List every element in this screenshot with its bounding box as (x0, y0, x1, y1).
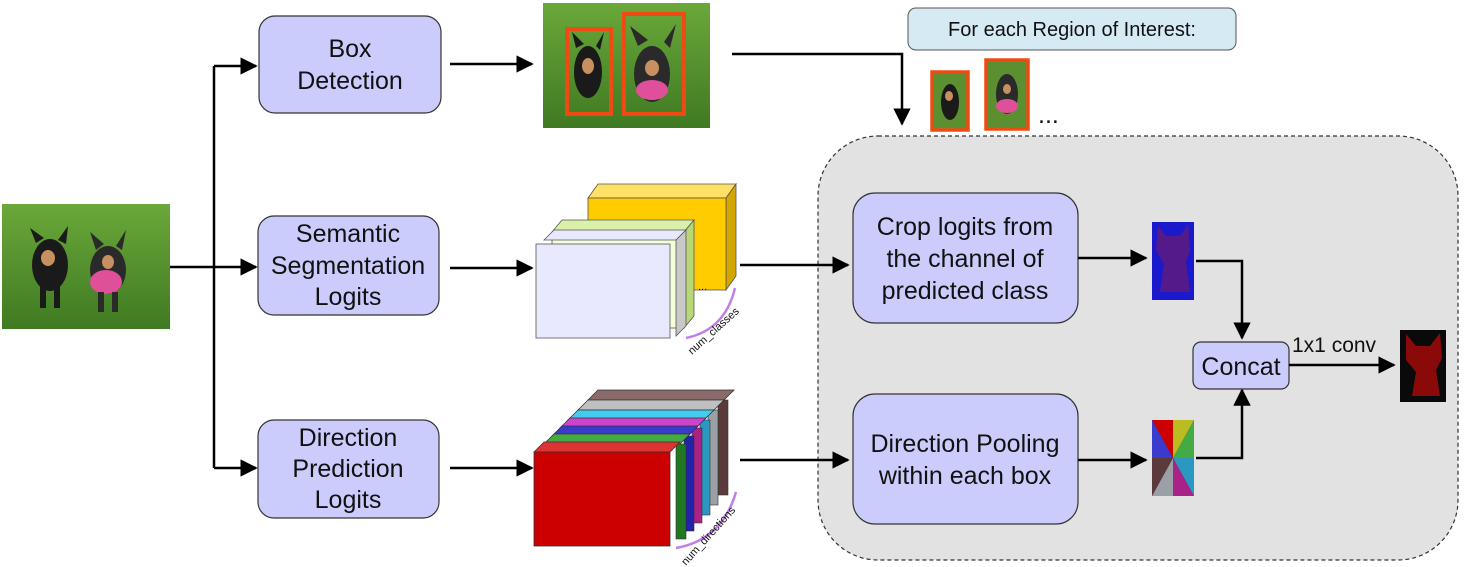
crop-label-3: predicted class (882, 277, 1049, 305)
direction-label-2: Prediction (292, 455, 403, 483)
box-detection-label-2: Detection (297, 67, 403, 95)
two-dogs-photo-icon (30, 226, 126, 312)
semantic-logits-stack: ... num_classes (535, 182, 742, 357)
dog-crop-icon-2 (984, 58, 1030, 131)
direction-pooling-map-icon (1152, 420, 1194, 496)
roi-banner: For each Region of Interest: (907, 7, 1237, 51)
direction-label-1: Direction (299, 424, 398, 452)
crop-label-1: Crop logits from (877, 213, 1053, 241)
box-detection-label-1: Box (328, 35, 372, 63)
direction-label-3: Logits (315, 486, 382, 514)
semantic-segmentation-node: Semantic Segmentation Logits (257, 215, 440, 316)
concat-node: Concat (1192, 341, 1290, 390)
crop-logits-node: Crop logits from the channel of predicte… (852, 192, 1079, 324)
roi-banner-text: For each Region of Interest: (948, 19, 1196, 41)
detection-photo (543, 3, 710, 128)
box-detection-node: Box Detection (258, 15, 442, 114)
arrow-pooling-output-to-concat (1196, 388, 1251, 460)
detection-box-right (622, 12, 686, 116)
conv-label: 1x1 conv (1292, 334, 1377, 357)
num-directions-curve (675, 491, 738, 550)
arrow-crop-output-to-concat (1196, 259, 1251, 340)
roi-crops: ... (930, 58, 1059, 132)
semantic-label-1: Semantic (296, 220, 400, 248)
semantic-label-3: Logits (315, 283, 382, 311)
direction-logits-stack: num_directions (533, 389, 738, 567)
concat-label: Concat (1201, 353, 1280, 381)
detection-box-left (565, 27, 613, 116)
dog-mask-icon (1400, 330, 1446, 402)
purple-logit-crop-icon (1152, 222, 1194, 300)
arrow-detection-to-roi (732, 52, 911, 126)
direction-pooling-node: Direction Pooling within each box (852, 393, 1079, 525)
direction-prediction-node: Direction Prediction Logits (257, 419, 440, 519)
num-classes-curve (685, 287, 737, 340)
roi-ellipsis: ... (1038, 101, 1059, 129)
detected-dogs-photo-icon (572, 24, 676, 102)
pooling-label-1: Direction Pooling (871, 430, 1060, 458)
input-photo (2, 204, 170, 329)
semantic-label-2: Segmentation (271, 252, 425, 280)
crop-label-2: the channel of (886, 245, 1043, 273)
pooling-label-2: within each box (878, 462, 1052, 490)
stack-ellipsis: ... (698, 281, 707, 293)
